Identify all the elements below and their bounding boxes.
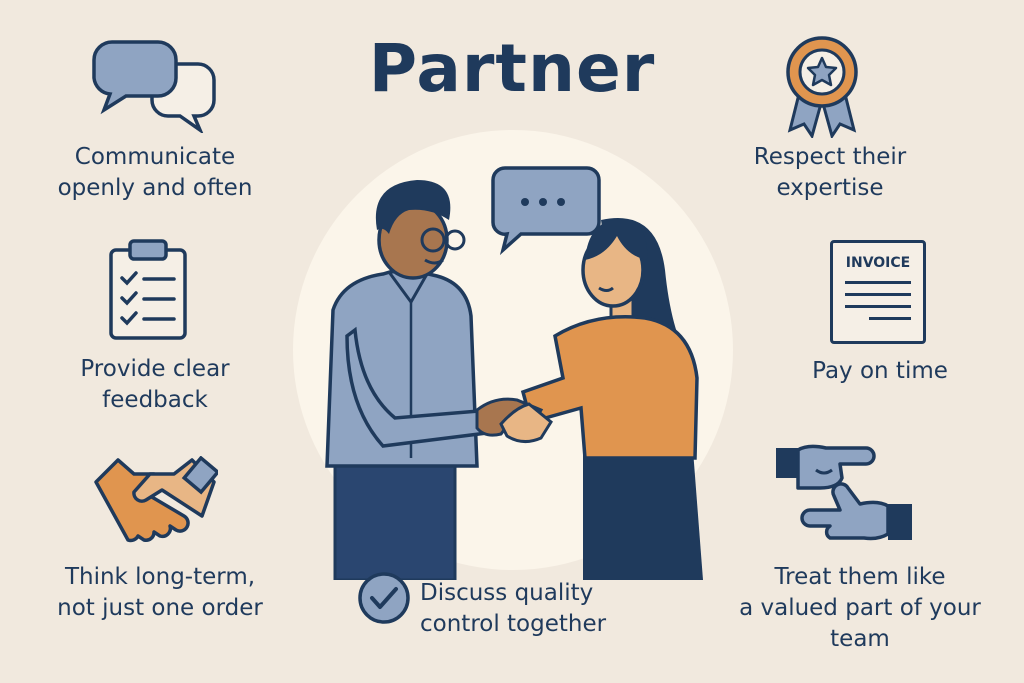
team-line2: a valued part of your [739,595,981,621]
expertise-line2: expertise [776,175,884,201]
invoice-label: INVOICE [845,255,911,271]
communicate-caption: Communicate openly and often [40,142,270,204]
team-line3: team [830,626,890,652]
speech-bubbles-icon [92,40,216,133]
quality-caption: Discuss quality control together [420,578,630,640]
expertise-caption: Respect their expertise [730,142,930,204]
invoice-icon: INVOICE [830,240,926,344]
communicate-line2: openly and often [57,175,253,201]
feedback-line2: feedback [102,387,208,413]
feedback-line1: Provide clear [80,356,230,382]
long-term-line2: not just one order [57,595,263,621]
award-ribbon-icon [786,36,858,138]
team-caption: Treat them like a valued part of your te… [720,562,1000,655]
shaking-hands [475,397,553,443]
handshake-icon [94,456,218,543]
check-circle-icon [358,572,410,624]
speech-bubble-icon [491,166,601,256]
woman-figure [520,218,703,580]
quality-line2: control together [420,611,607,637]
clipboard-checklist-icon [109,239,187,340]
expertise-line1: Respect their [753,144,907,170]
communicate-line1: Communicate [74,144,236,170]
handshake-illustration [325,166,703,580]
feedback-caption: Provide clear feedback [40,354,270,416]
long-term-caption: Think long-term, not just one order [40,562,280,624]
pay-line1: Pay on time [812,358,948,384]
team-line1: Treat them like [774,564,946,590]
quality-line1: Discuss quality [420,580,594,606]
man-figure [325,180,498,580]
page-title: Partner [368,30,656,107]
pay-caption: Pay on time [780,356,980,387]
long-term-line1: Think long-term, [64,564,256,590]
pointing-hands-icon [776,444,912,541]
